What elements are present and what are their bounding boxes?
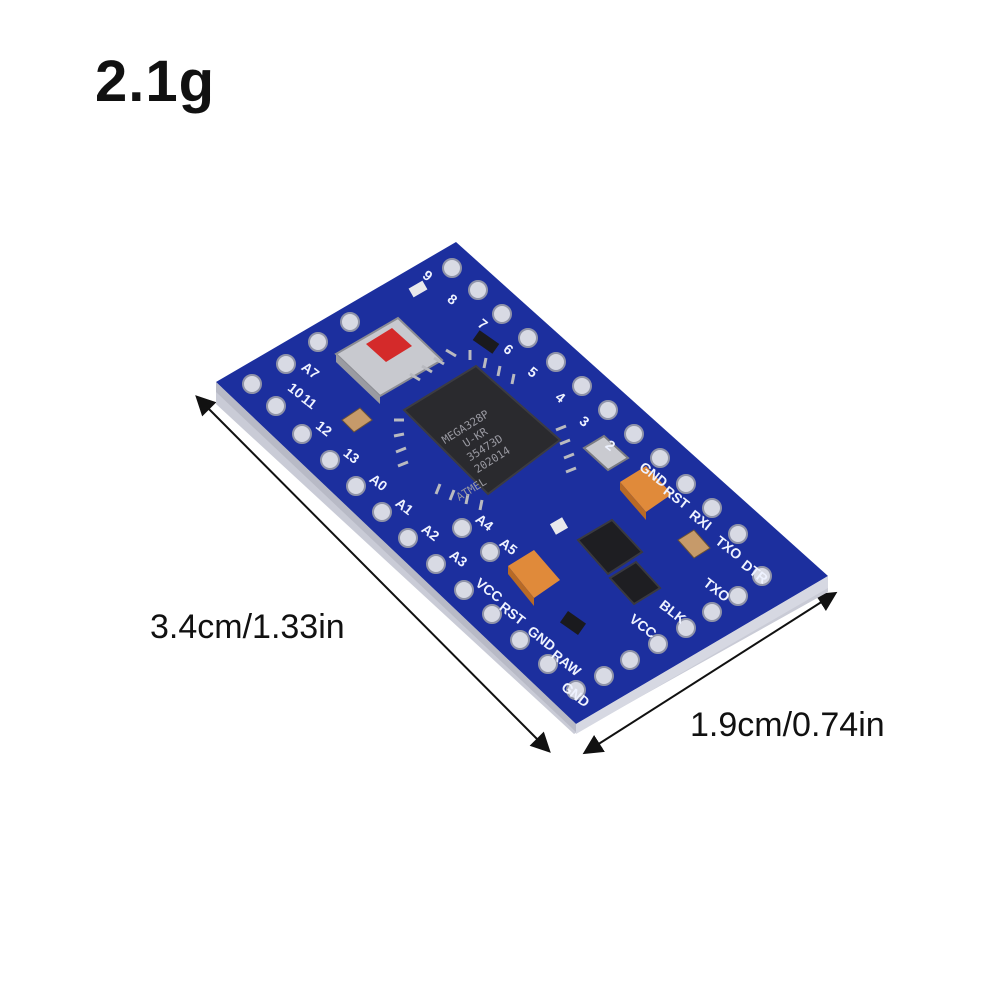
width-dimension-label: 1.9cm/0.74in <box>690 706 885 744</box>
capacitor-top-right <box>620 466 672 520</box>
pin-holes-mid <box>452 518 500 562</box>
length-dimension-label: 3.4cm/1.33in <box>150 608 345 646</box>
resistor <box>472 330 500 354</box>
width-arrow <box>582 591 838 755</box>
pin-holes-end <box>594 586 748 686</box>
pin-holes-left-inner <box>276 312 360 374</box>
power-led <box>408 280 428 298</box>
length-arrow <box>195 395 551 753</box>
small-capacitor-2 <box>677 529 711 559</box>
status-led <box>549 517 569 535</box>
pin-holes-right <box>442 258 772 586</box>
small-capacitor-1 <box>341 407 373 433</box>
reset-button <box>334 316 444 404</box>
pin-holes-left <box>242 374 586 700</box>
crystal-resonator <box>582 434 630 472</box>
diode <box>559 610 587 636</box>
capacitor-bottom-left <box>508 550 560 606</box>
weight-label: 2.1g <box>95 49 216 114</box>
pcb-board <box>216 242 828 734</box>
microcontroller-chip: MEGA328P U-KR 35473D 202014 ATMEL <box>393 348 577 511</box>
voltage-regulator <box>576 518 662 606</box>
